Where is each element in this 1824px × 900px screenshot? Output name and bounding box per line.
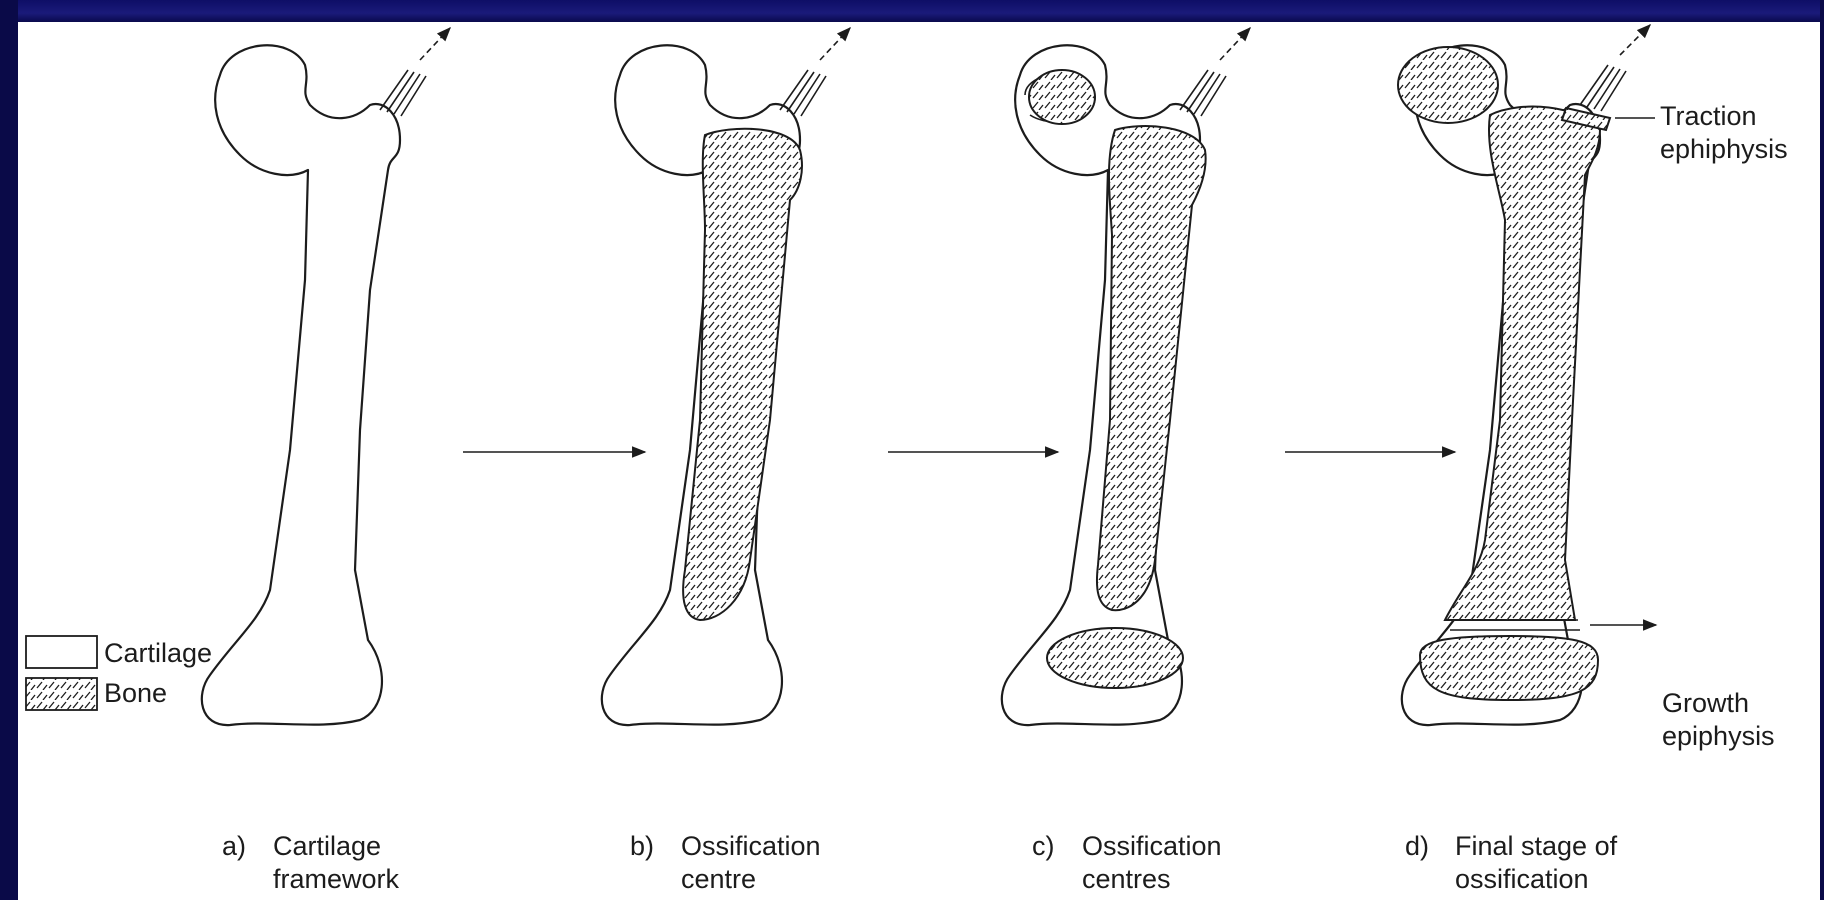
caption-d-line2: ossification — [1455, 864, 1589, 894]
growth-label-line2: epiphysis — [1662, 721, 1775, 751]
caption-b: b) Ossification centre — [630, 831, 821, 894]
distal-epiphysis-d — [1420, 636, 1598, 700]
caption-c-line2: centres — [1082, 864, 1171, 894]
caption-b-letter: b) — [630, 831, 654, 861]
legend-cartilage-swatch — [26, 636, 97, 668]
muscle-fibres-b — [780, 28, 850, 116]
legend-bone-label: Bone — [104, 678, 167, 708]
head-ossification-centre-c — [1029, 70, 1095, 124]
muscle-fibres-d — [1580, 25, 1650, 111]
head-epiphysis-d — [1398, 47, 1498, 123]
caption-a-letter: a) — [222, 831, 246, 861]
caption-d-letter: d) — [1405, 831, 1429, 861]
shaft-bone-d — [1445, 107, 1600, 620]
distal-ossification-centre-c — [1047, 628, 1183, 688]
muscle-fibres-a — [380, 28, 450, 116]
legend: Cartilage Bone — [26, 636, 212, 710]
caption-a-line1: Cartilage — [273, 831, 381, 861]
traction-label-line1: Traction — [1660, 101, 1757, 131]
caption-d-line1: Final stage of — [1455, 831, 1618, 861]
traction-label-line2: ephiphysis — [1660, 134, 1788, 164]
caption-b-line1: Ossification — [681, 831, 821, 861]
legend-bone-swatch — [26, 678, 97, 710]
caption-a: a) Cartilage framework — [222, 831, 400, 894]
bone-stage-a — [202, 28, 450, 725]
primary-ossification-centre-b — [683, 129, 802, 620]
caption-c-letter: c) — [1032, 831, 1055, 861]
caption-c: c) Ossification centres — [1032, 831, 1222, 894]
bone-stage-b — [602, 28, 850, 725]
caption-b-line2: centre — [681, 864, 756, 894]
growth-label-line1: Growth — [1662, 688, 1749, 718]
muscle-fibres-c — [1180, 28, 1250, 116]
caption-c-line1: Ossification — [1082, 831, 1222, 861]
caption-d: d) Final stage of ossification — [1405, 831, 1618, 894]
primary-ossification-centre-c — [1097, 126, 1206, 610]
bone-stage-c — [1002, 28, 1250, 725]
legend-cartilage-label: Cartilage — [104, 638, 212, 668]
caption-a-line2: framework — [273, 864, 400, 894]
bone-stage-d — [1398, 25, 1656, 725]
